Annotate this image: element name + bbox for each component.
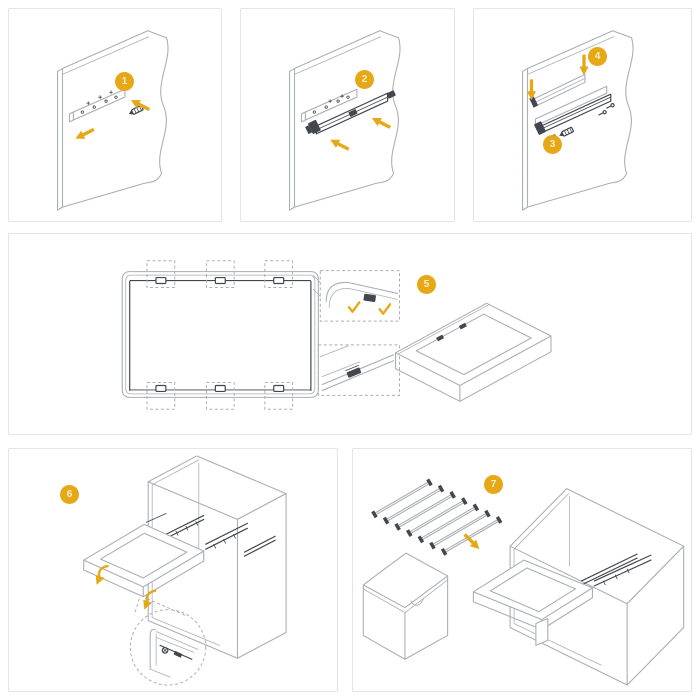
frame-drawing <box>83 513 248 598</box>
drawer-slide-drawing <box>305 90 396 135</box>
frame-top-view-drawing <box>121 271 319 398</box>
panel-steps-3-4: 3 4 <box>473 8 692 222</box>
screw-drawing <box>598 109 607 116</box>
step-1-drawing <box>56 30 169 211</box>
panel-step-2: 2 <box>240 8 455 222</box>
step-badge-4: 4 <box>588 47 607 66</box>
corner-detail-inset <box>319 270 400 322</box>
cabinet-side-panel-drawing <box>522 30 634 211</box>
direction-arrow-icon <box>463 533 480 550</box>
cabinet-drawing <box>147 455 287 659</box>
step-badge-1: 1 <box>115 72 134 91</box>
hanging-rails-drawing <box>371 478 503 556</box>
mounting-bracket-drawing <box>300 88 358 123</box>
insertion-arrow-icon <box>95 564 109 585</box>
panel-step-1: 1 <box>8 8 222 222</box>
step-2-drawing <box>289 30 401 211</box>
direction-arrow-icon <box>579 54 589 76</box>
detail-leader-lines <box>312 275 321 297</box>
expansion-plug-drawing <box>559 126 574 137</box>
clip-position-marker <box>146 260 294 410</box>
direction-arrow-icon <box>526 79 537 101</box>
screw-marks <box>86 90 113 105</box>
steps-3-4-drawing <box>522 30 634 211</box>
clip-detail-inset <box>317 344 400 396</box>
direction-arrow-icon <box>75 127 95 139</box>
panel-step-5: 5 <box>8 233 692 435</box>
step-badge-3: 3 <box>543 135 562 154</box>
screw-drawing <box>606 103 615 109</box>
step-7-drawing <box>362 478 685 686</box>
direction-arrow-icon <box>371 117 392 129</box>
cabinet-side-panel-drawing <box>56 30 169 211</box>
panel-step-6: 6 <box>8 448 338 692</box>
step-6-drawing <box>83 455 287 686</box>
insertion-arrow-icon <box>143 589 157 610</box>
slide-assembly-drawing <box>534 85 612 135</box>
storage-box-drawing <box>362 552 449 660</box>
direction-arrow-icon <box>330 139 350 151</box>
step-badge-6: 6 <box>60 485 79 504</box>
corner-detail-circle <box>129 598 207 686</box>
step-5-drawing <box>121 260 552 410</box>
frame-drawing <box>472 554 652 646</box>
panel-step-7: 7 <box>352 448 692 692</box>
step-badge-2: 2 <box>355 70 374 89</box>
step-badge-7: 7 <box>484 475 503 494</box>
direction-arrow-icon <box>130 100 151 112</box>
frame-3d-drawing <box>395 302 552 402</box>
checkmark-icon <box>347 301 392 315</box>
step-badge-5: 5 <box>417 275 436 294</box>
